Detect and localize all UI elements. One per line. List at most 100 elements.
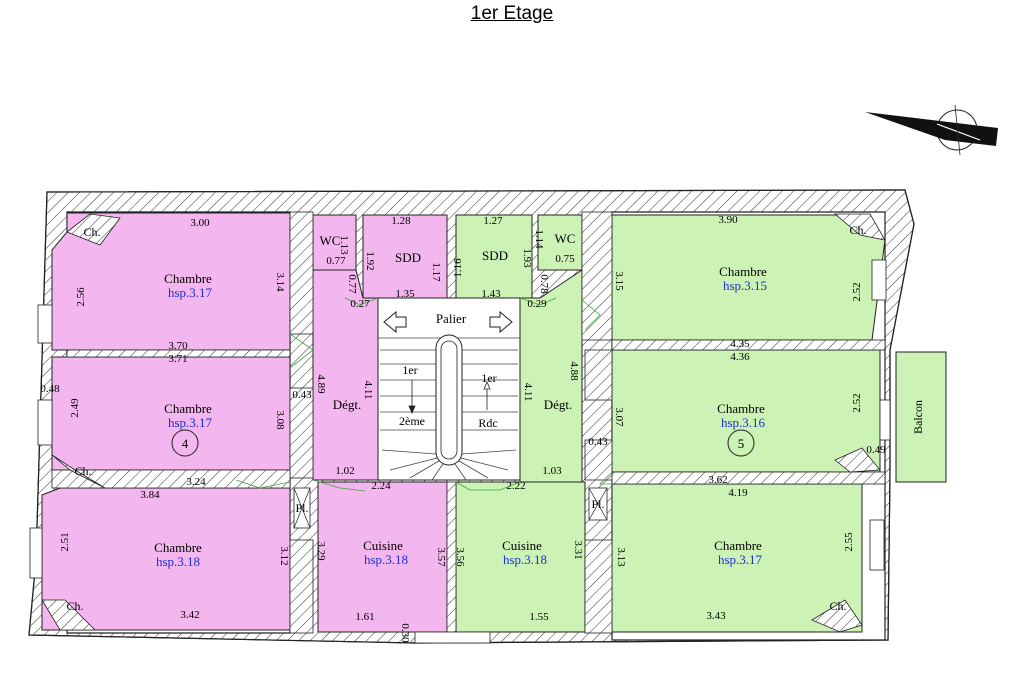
label-chambre-ml: Chambre (164, 401, 212, 416)
door-swings (235, 297, 613, 492)
dim-label: 1.35 (395, 288, 415, 300)
dim-label: 3.56 (454, 547, 466, 567)
dim-label: 4.89 (315, 374, 327, 394)
label-palier: Palier (436, 311, 467, 326)
unit-number-left: 4 (182, 436, 189, 451)
hsp-cuisine-l: hsp.3.18 (364, 552, 408, 567)
dim-label: 0.77 (326, 255, 346, 267)
stair-well-inner (440, 340, 458, 460)
dim-label: 0.77 (346, 274, 358, 294)
label-degt-right: Dégt. (544, 397, 573, 412)
dim-label: 3.71 (168, 353, 187, 365)
label-chambre-tr: Chambre (719, 264, 767, 279)
unit-marker-right (727, 429, 755, 457)
outer-outline (28, 189, 915, 644)
dim-label: 3.29 (315, 541, 327, 561)
label-ch-tr: Ch. (849, 223, 866, 237)
label-cuisine-l: Cuisine (363, 538, 403, 553)
dim-label: 1.17 (430, 262, 442, 282)
dim-label: 1.14 (533, 229, 545, 249)
dim-label: 0.48 (40, 383, 60, 395)
label-sdd-right: SDD (482, 248, 508, 263)
dim-label: 3.00 (190, 217, 210, 229)
right-unit (455, 214, 947, 633)
chimney-bl (41, 599, 96, 631)
label-ch-ml: Ch. (74, 464, 91, 478)
dim-label: 3.43 (706, 610, 726, 622)
dim-label: 4.11 (522, 383, 534, 402)
hsp-chambre-ml: hsp.3.17 (168, 415, 213, 430)
label-ch-tl: Ch. (83, 225, 100, 239)
unit-marker-left (171, 429, 199, 457)
dim-label: 2.52 (851, 393, 863, 412)
stair-well (435, 334, 463, 466)
hsp-chambre-tr: hsp.3.15 (723, 278, 767, 293)
dim-label: 1.92 (364, 251, 376, 270)
dim-label: 0.29 (527, 298, 547, 310)
hsp-cuisine-r: hsp.3.18 (503, 552, 547, 567)
chimney-mr (834, 447, 881, 473)
stair-treads (378, 337, 520, 481)
dim-label: 3.90 (718, 214, 738, 226)
chimney-tr (833, 213, 886, 241)
dim-label: 0.43 (588, 436, 608, 448)
palier-arrow-left (383, 310, 513, 334)
dim-label: 3.14 (274, 272, 286, 292)
label-balcon: Balcon (911, 400, 925, 434)
chimneys (41, 213, 886, 633)
dim-label: 1.03 (542, 465, 562, 477)
label-sdd-left: SDD (395, 250, 421, 265)
dim-label: 3.13 (615, 547, 627, 567)
hsp-chambre-br: hsp.3.17 (718, 552, 763, 567)
hsp-chambre-tl: hsp.3.17 (168, 285, 213, 300)
dim-label: 2.52 (851, 282, 863, 301)
dim-label: 0.75 (555, 253, 575, 265)
dim-label: 2.55 (843, 532, 855, 552)
dim-label: 3.42 (180, 609, 199, 621)
dim-label: 1.13 (338, 235, 350, 255)
dim-label: 3.12 (278, 546, 290, 565)
dim-label: 3.62 (708, 474, 727, 486)
balcon (895, 351, 947, 483)
dim-label: 1.55 (529, 611, 549, 623)
dim-label: 2.51 (59, 532, 71, 551)
dim-label: 2.24 (371, 480, 391, 492)
chimney-tl (66, 213, 121, 246)
compass-north-arrow (865, 104, 998, 156)
label-placard-right: Pl. (591, 497, 604, 511)
dim-label: 3.15 (613, 271, 625, 291)
dim-label: 1.28 (391, 215, 411, 227)
dim-label: 0.78 (538, 274, 550, 294)
windows (29, 259, 891, 644)
label-wc-left: WC (320, 233, 341, 248)
interior-walls (51, 211, 886, 634)
dim-label: 3.84 (140, 489, 160, 501)
label-cuisine-r: Cuisine (502, 538, 542, 553)
label-degt-left: Dégt. (333, 397, 362, 412)
dim-label: 0.49 (866, 444, 886, 456)
dim-label: 4.35 (730, 338, 750, 350)
label-ch-bl: Ch. (66, 599, 83, 613)
plan-title-text: 1er Etage (470, 3, 554, 24)
chimney-ml (51, 454, 106, 489)
dim-label: 4.88 (568, 361, 580, 381)
stair-up-right: 1er (481, 371, 496, 385)
dim-label: 2.49 (69, 398, 81, 418)
dim-label: 3.57 (435, 547, 447, 567)
dim-label: 3.08 (274, 410, 286, 430)
plan-title: 1er Etage (0, 3, 1024, 25)
palier-arrow-right (489, 310, 513, 334)
label-chambre-br: Chambre (714, 538, 762, 553)
left-unit (41, 212, 448, 633)
dim-label: 4.36 (730, 351, 750, 363)
dim-label: 1.02 (335, 465, 354, 477)
dim-label: 2.22 (506, 480, 525, 492)
dim-label: 2.56 (75, 287, 87, 307)
stair-down-right: Rdc (478, 416, 497, 430)
dim-label: 1.16 (452, 258, 464, 278)
dim-label: 0.30 (399, 623, 411, 643)
dim-label: 0.27 (350, 298, 370, 310)
dim-label: 4.19 (728, 487, 748, 499)
dim-label: 3.70 (168, 340, 188, 352)
